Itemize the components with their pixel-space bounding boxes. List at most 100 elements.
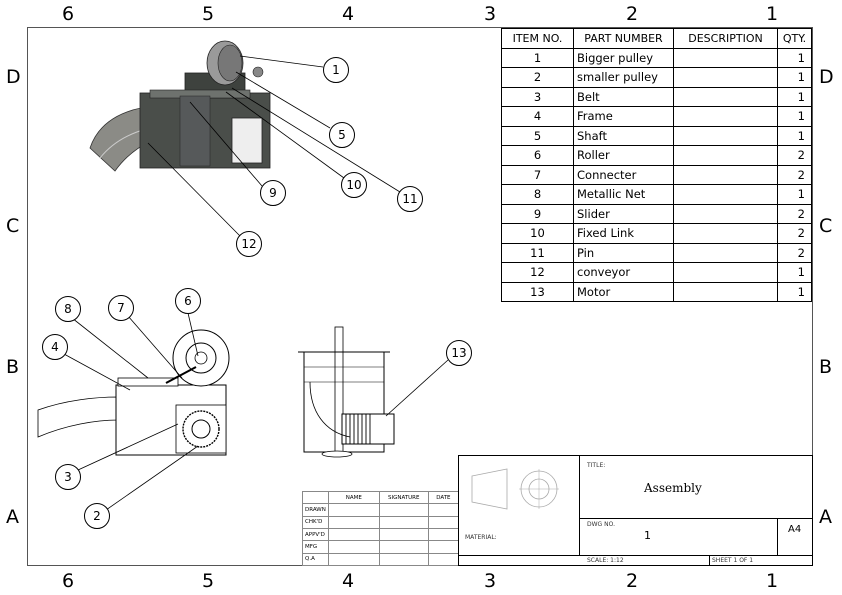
balloon-7-label: 7 <box>117 301 125 315</box>
sheet-size: A4 <box>788 524 802 535</box>
bom-item: 7 <box>501 164 574 185</box>
bom-header-desc: DESCRIPTION <box>673 28 778 49</box>
bom-part: smaller pulley <box>573 67 674 88</box>
table-row: MFG <box>302 540 460 554</box>
bom-qty: 1 <box>777 106 812 127</box>
balloon-5: 5 <box>329 122 355 148</box>
sig-header-signature: SIGNATURE <box>378 490 429 505</box>
bom-part: Slider <box>573 203 674 224</box>
zone-left-D: D <box>6 66 21 88</box>
front-view <box>37 329 230 456</box>
signature-block: NAME SIGNATURE DATE DRAWN CHK'D APPV'D M… <box>302 490 460 567</box>
zone-top-1: 1 <box>766 3 779 25</box>
balloon-3-label: 3 <box>64 470 72 484</box>
balloon-3: 3 <box>55 464 81 490</box>
bom-desc <box>673 203 778 224</box>
zone-bottom-6: 6 <box>62 570 75 592</box>
bom-qty: 1 <box>777 47 812 68</box>
dwg-no-label: DWG NO. <box>587 521 615 528</box>
bom-desc <box>673 223 778 244</box>
bom-qty: 2 <box>777 164 812 185</box>
drawing-title: Assembly <box>644 481 702 495</box>
table-row: DRAWN <box>302 503 460 517</box>
balloon-4: 4 <box>42 334 68 360</box>
bom-item: 3 <box>501 86 574 107</box>
zone-right-D: D <box>819 66 834 88</box>
zone-left-B: B <box>6 356 20 378</box>
bom-qty: 2 <box>777 223 812 244</box>
bom-item: 10 <box>501 223 574 244</box>
sig-corner <box>302 490 329 505</box>
zone-bottom-3: 3 <box>484 570 497 592</box>
bom-part: Connecter <box>573 164 674 185</box>
bom-header-item: ITEM NO. <box>501 28 574 49</box>
zone-right-C: C <box>819 215 833 237</box>
sig-role: DRAWN <box>302 503 329 517</box>
title-label: TITLE: <box>587 462 606 469</box>
balloon-13: 13 <box>446 340 472 366</box>
zone-left-C: C <box>6 215 20 237</box>
bom-part: conveyor <box>573 262 674 283</box>
bom-item: 9 <box>501 203 574 224</box>
bom-desc <box>673 184 778 205</box>
projection-symbol-icon <box>471 468 559 510</box>
sheet-label: SHEET 1 OF 1 <box>712 557 754 564</box>
table-row: CHK'D <box>302 515 460 529</box>
zone-bottom-5: 5 <box>202 570 215 592</box>
bom-part: Fixed Link <box>573 223 674 244</box>
balloon-13-label: 13 <box>451 346 467 360</box>
balloon-4-label: 4 <box>51 340 59 354</box>
bom-qty: 2 <box>777 242 812 263</box>
sig-header-name: NAME <box>327 490 380 505</box>
bom-desc <box>673 86 778 107</box>
bom-part: Motor <box>573 281 674 302</box>
balloon-1-label: 1 <box>332 63 340 77</box>
bom-qty: 1 <box>777 184 812 205</box>
balloon-11-label: 11 <box>402 192 418 206</box>
zone-right-A: A <box>819 506 832 528</box>
title-block: TITLE: Assembly DWG NO. 1 MATERIAL: A4 S… <box>458 455 813 566</box>
balloon-2-label: 2 <box>93 509 101 523</box>
side-view <box>298 326 395 458</box>
bom-item: 8 <box>501 184 574 205</box>
zone-top-2: 2 <box>626 3 639 25</box>
sig-role: APPV'D <box>302 527 329 542</box>
bom-desc <box>673 281 778 302</box>
bom-qty: 1 <box>777 281 812 302</box>
bom-part: Frame <box>573 106 674 127</box>
bom-desc <box>673 262 778 283</box>
zone-bottom-4: 4 <box>342 570 355 592</box>
balloon-6-label: 6 <box>184 294 192 308</box>
table-row: Q.A <box>302 552 460 567</box>
bom-qty: 1 <box>777 86 812 107</box>
zone-top-4: 4 <box>342 3 355 25</box>
bom-qty: 2 <box>777 145 812 166</box>
zone-top-5: 5 <box>202 3 215 25</box>
dwg-no-value: 1 <box>644 529 651 542</box>
balloon-8: 8 <box>55 296 81 322</box>
balloon-7: 7 <box>108 295 134 321</box>
scale-label: SCALE: 1:12 <box>587 557 624 564</box>
bom-part: Belt <box>573 86 674 107</box>
bom-header-qty: QTY. <box>777 28 812 49</box>
balloon-1: 1 <box>323 57 349 83</box>
table-row: APPV'D <box>302 527 460 542</box>
balloon-12: 12 <box>236 231 262 257</box>
sig-role: MFG <box>302 540 329 554</box>
zone-bottom-2: 2 <box>626 570 639 592</box>
balloon-2: 2 <box>84 503 110 529</box>
sig-header-date: DATE <box>427 490 460 505</box>
bom-part: Metallic Net <box>573 184 674 205</box>
zone-bottom-1: 1 <box>766 570 779 592</box>
balloon-10: 10 <box>341 172 367 198</box>
sig-role: CHK'D <box>302 515 329 529</box>
